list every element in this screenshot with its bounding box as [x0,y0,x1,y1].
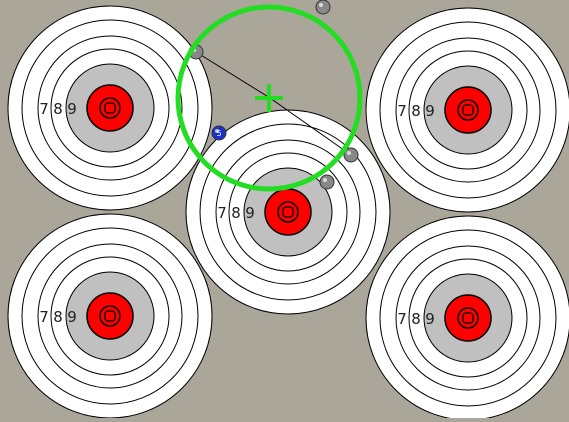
bullseye-center [104,102,116,114]
shot-marker-label: 5 [216,129,221,138]
target-ring [379,21,557,199]
ring-label-7: 7 [39,100,49,118]
target-ring [37,243,183,389]
bullseye-center [282,206,294,218]
ring-label-9: 9 [425,102,435,120]
shot-marker-highlight [215,129,219,133]
ring-label-7: 7 [39,308,49,326]
ring-label-8: 8 [231,204,241,222]
target-ring [50,256,170,376]
bullseye-ring [277,201,299,223]
bullseye [86,292,134,340]
bullseye [444,294,492,342]
target-ring [395,37,541,183]
shot-marker-highlight [347,151,351,155]
shot-marker-gray-3 [343,147,359,163]
bullseye [264,188,312,236]
ring-label-7: 7 [217,204,227,222]
ring-label-8: 8 [53,308,63,326]
bullseye-center [462,312,474,324]
ring-label-9: 9 [67,308,77,326]
bullseye-ring [457,99,479,121]
target-ring [395,245,541,391]
bullseye-center [104,310,116,322]
bullseye [444,86,492,134]
aim-reticle[interactable] [175,4,363,192]
shot-marker-dot [343,147,359,163]
aim-circle [175,4,363,192]
ring-label-8: 8 [411,310,421,328]
bullseye [86,84,134,132]
shot-marker-highlight [323,178,327,182]
ring-label-8: 8 [411,102,421,120]
target-ring [228,152,348,272]
target-ring [37,35,183,181]
target-ring [21,19,199,197]
shot-marker-dot [211,125,227,141]
ring-label-7: 7 [397,310,407,328]
shot-marker-blue-1: 5 [211,125,227,141]
ring-label-9: 9 [67,100,77,118]
shot-marker-highlight [319,3,323,7]
bullseye-ring [457,307,479,329]
ring-label-8: 8 [53,100,63,118]
bullseye-center [462,104,474,116]
ring-label-9: 9 [245,204,255,222]
target-ring [215,139,361,285]
bullseye-ring [99,97,121,119]
target-ring [408,258,528,378]
target-ring [379,229,557,407]
shot-marker-dot [319,174,335,190]
bullseye-ring [99,305,121,327]
target-ring [21,227,199,405]
target-ring [50,48,170,168]
ring-label-9: 9 [425,310,435,328]
shot-marker-gray-4 [319,174,335,190]
shot-marker-gray-1 [315,0,331,15]
target-ring [408,50,528,170]
ring-label-7: 7 [397,102,407,120]
target-ring [199,123,377,301]
shot-marker-dot [315,0,331,15]
